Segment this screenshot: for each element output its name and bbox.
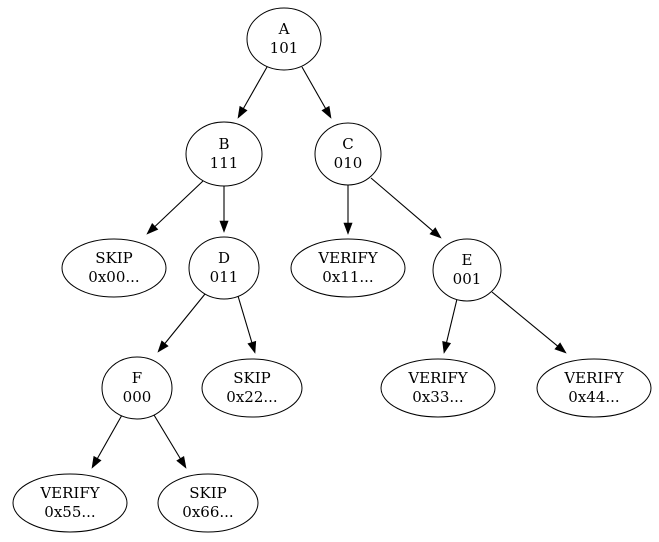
node-label-secondary: 0x22... — [226, 388, 277, 406]
node-verify_55[interactable]: VERIFY0x55... — [12, 473, 128, 533]
edge-e-to-verify_33 — [442, 298, 458, 354]
node-circle — [101, 356, 173, 420]
edge-line — [153, 180, 204, 228]
edge-arrowhead-icon — [146, 222, 159, 235]
node-label-primary: VERIFY — [563, 369, 624, 387]
node-label-secondary: 0x00... — [88, 268, 139, 286]
node-label-secondary: 010 — [334, 154, 363, 172]
edge-arrowhead-icon — [237, 105, 248, 119]
node-label-primary: SKIP — [189, 484, 227, 502]
edge-b-to-skip_00 — [146, 180, 204, 235]
edge-line — [445, 298, 458, 344]
node-label-secondary: 001 — [453, 270, 482, 288]
node-verify_11[interactable]: VERIFY0x11... — [290, 238, 406, 298]
node-skip_22[interactable]: SKIP0x22... — [201, 358, 303, 418]
edge-arrowhead-icon — [219, 220, 229, 233]
node-circle — [188, 236, 260, 300]
edge-layer — [91, 66, 567, 469]
edge-line — [237, 295, 253, 345]
node-skip_66[interactable]: SKIP0x66... — [157, 473, 259, 533]
node-label-primary: VERIFY — [39, 484, 100, 502]
node-label-secondary: 011 — [210, 268, 239, 286]
node-ellipse — [201, 358, 303, 418]
node-circle — [185, 121, 263, 187]
edge-arrowhead-icon — [442, 340, 452, 354]
node-circle — [314, 122, 382, 186]
edge-arrowhead-icon — [91, 455, 102, 469]
edge-line — [242, 66, 268, 111]
edge-line — [96, 414, 123, 461]
edge-e-to-verify_44 — [491, 291, 567, 354]
edge-arrowhead-icon — [247, 340, 257, 354]
node-circle — [432, 238, 502, 302]
edge-c-to-e — [370, 177, 442, 239]
edge-arrowhead-icon — [321, 105, 332, 119]
node-circle — [246, 7, 322, 71]
node-label-primary: B — [218, 135, 229, 153]
node-label-secondary: 0x11... — [322, 268, 373, 286]
edge-f-to-verify_55 — [91, 414, 123, 469]
node-ellipse — [380, 358, 496, 418]
node-label-primary: SKIP — [233, 369, 271, 387]
edge-d-to-skip_22 — [237, 295, 257, 354]
node-label-secondary: 0x33... — [412, 388, 463, 406]
edge-arrowhead-icon — [176, 455, 187, 469]
node-label-primary: VERIFY — [317, 249, 378, 267]
node-ellipse — [12, 473, 128, 533]
node-label-primary: D — [218, 249, 230, 267]
node-layer: A101B111C010SKIP0x00...D011VERIFY0x11...… — [12, 7, 652, 533]
edge-a-to-b — [237, 66, 268, 119]
node-verify_33[interactable]: VERIFY0x33... — [380, 358, 496, 418]
node-label-primary: VERIFY — [407, 369, 468, 387]
node-label-secondary: 0x44... — [568, 388, 619, 406]
node-label-primary: C — [342, 135, 353, 153]
edge-line — [301, 66, 327, 111]
edge-f-to-skip_66 — [153, 414, 187, 469]
node-ellipse — [157, 473, 259, 533]
node-label-secondary: 101 — [270, 39, 299, 57]
node-label-primary: F — [132, 369, 142, 387]
node-verify_44[interactable]: VERIFY0x44... — [536, 358, 652, 418]
node-label-secondary: 0x55... — [44, 503, 95, 521]
node-ellipse — [290, 238, 406, 298]
edge-arrowhead-icon — [554, 342, 567, 354]
node-label-secondary: 0x66... — [182, 503, 233, 521]
edge-a-to-c — [301, 66, 332, 119]
edge-arrowhead-icon — [157, 340, 169, 353]
node-label-secondary: 111 — [210, 154, 239, 172]
edge-arrowhead-icon — [429, 227, 442, 239]
edge-b-to-d — [219, 186, 229, 233]
edge-line — [163, 293, 206, 345]
edge-line — [153, 414, 182, 461]
node-skip_00[interactable]: SKIP0x00... — [61, 238, 167, 298]
edge-line — [491, 291, 560, 348]
node-label-primary: E — [462, 251, 473, 269]
edge-arrowhead-icon — [343, 222, 353, 235]
node-label-primary: A — [278, 20, 290, 38]
edge-c-to-verify_11 — [343, 185, 353, 235]
node-label-primary: SKIP — [95, 249, 133, 267]
node-ellipse — [536, 358, 652, 418]
edge-line — [370, 177, 435, 233]
node-ellipse — [61, 238, 167, 298]
node-label-secondary: 000 — [123, 388, 152, 406]
edge-d-to-f — [157, 293, 206, 353]
